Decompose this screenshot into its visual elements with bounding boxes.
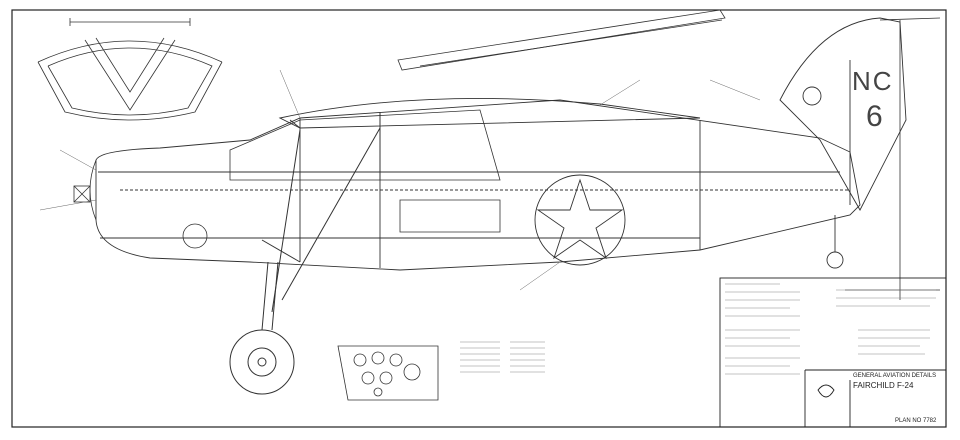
vertical-tail [779,17,907,269]
plan-number: PLAN NO 7782 [895,418,937,424]
main-landing-gear [229,261,295,395]
registration-number: 6 [866,100,883,133]
title-block-frame [719,277,947,428]
title-block-line1: GENERAL AVIATION DETAILS [853,373,937,379]
windshield-detail [37,18,223,121]
title-block-line2: FAIRCHILD F-24 [853,381,914,390]
wing-plan-strip [397,9,726,71]
wing-struts [261,127,381,313]
sheet-border [11,9,947,428]
cabin-windows [229,109,501,233]
roundel [534,174,626,266]
registration-prefix: NC [852,66,894,96]
annotation-notes [460,283,936,375]
leader-lines [39,69,761,291]
wing [278,97,701,129]
cowling [73,159,208,249]
tail-profile [845,17,941,300]
fuselage [95,99,861,271]
instrument-panel [337,345,439,401]
